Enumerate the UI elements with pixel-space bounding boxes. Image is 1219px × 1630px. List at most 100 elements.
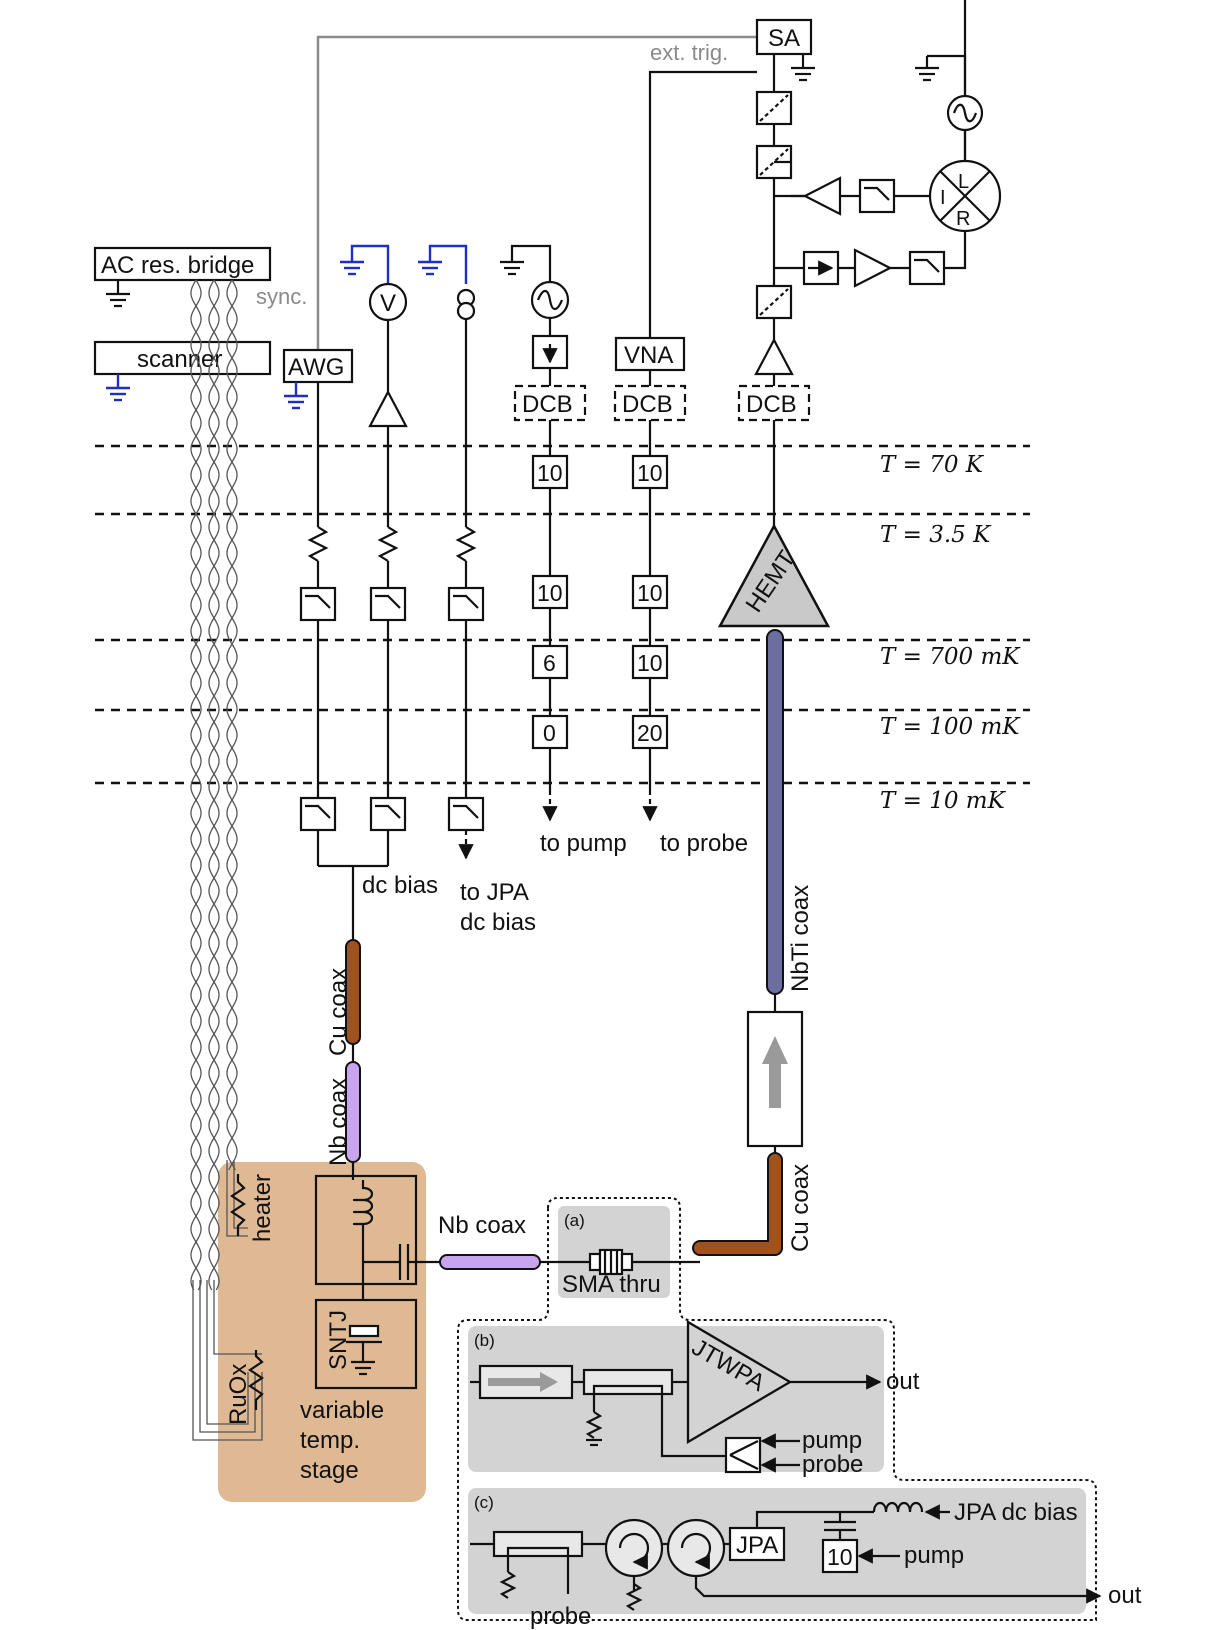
nb-coax-left-label: Nb coax xyxy=(325,1078,352,1166)
mixer-r-label: R xyxy=(956,208,970,230)
resistor-icon xyxy=(625,1583,643,1611)
vna-label: VNA xyxy=(624,342,673,369)
panel-c-tag: (c) xyxy=(474,1493,494,1512)
lowpass-filter-icon xyxy=(908,250,946,286)
svg-text:10: 10 xyxy=(637,460,663,486)
bias-tee-box xyxy=(314,1174,418,1286)
directional-coupler-icon xyxy=(492,1530,584,1560)
panel-b xyxy=(468,1326,884,1472)
inductor-icon xyxy=(872,1501,924,1513)
resistor-icon xyxy=(455,526,477,562)
cu-coax-right-label: Cu coax xyxy=(787,1164,814,1252)
arrow-up-icon xyxy=(762,1036,788,1064)
twisted-pair-wiring xyxy=(190,279,238,1291)
jpa-box xyxy=(728,1526,786,1562)
dcb-box xyxy=(513,384,587,422)
lowpass-filter-icon xyxy=(299,586,337,622)
ext-trig-label: ext. trig. xyxy=(650,40,728,65)
svg-text:10: 10 xyxy=(537,460,563,486)
panel-b-tag: (b) xyxy=(474,1331,495,1350)
attenuator-probe-4: 20 xyxy=(631,714,669,750)
panel-c-pump-label: pump xyxy=(904,1542,964,1569)
inductor-icon xyxy=(352,1180,374,1300)
signal-generator-icon xyxy=(946,94,984,132)
ac-res-bridge-label: AC res. bridge xyxy=(101,252,254,279)
twisted-pair-strand xyxy=(208,279,220,1291)
panel-b-probe-label: probe xyxy=(802,1451,863,1478)
twisted-pair-strand xyxy=(226,279,238,1171)
lowpass-filter-icon xyxy=(369,796,407,832)
jtwpa-amplifier xyxy=(686,1319,793,1445)
circulator-icon xyxy=(604,1518,664,1578)
switch-icon xyxy=(531,334,569,370)
ground-icon xyxy=(915,56,939,82)
directional-coupler-icon xyxy=(755,90,793,126)
jpa-label: JPA xyxy=(736,1532,778,1559)
dcb-box xyxy=(737,384,811,422)
heater-label: heater xyxy=(249,1174,276,1242)
stage-label-stage: stage xyxy=(300,1457,359,1484)
attenuator-pump-1: 10 xyxy=(531,454,569,490)
svg-text:20: 20 xyxy=(637,720,663,746)
panel-c-probe-label: probe xyxy=(530,1603,591,1630)
nbti-coax-label: NbTi coax xyxy=(787,885,814,992)
panel-a-tag: (a) xyxy=(564,1211,585,1230)
dcb-label: DCB xyxy=(746,391,797,418)
attenuator-pump-2: 10 xyxy=(531,574,569,610)
dcb-box xyxy=(613,384,687,422)
voltmeter-label: V xyxy=(380,290,396,317)
stage-label-temp: temp. xyxy=(300,1427,360,1454)
amplifier-icon xyxy=(853,248,893,288)
ruox-resistor-icon xyxy=(248,1350,264,1410)
svg-text:10: 10 xyxy=(637,580,663,606)
lowpass-filter-icon xyxy=(299,796,337,832)
amplifier-icon xyxy=(754,337,794,376)
nb-coax-center-label: Nb coax xyxy=(438,1212,526,1239)
temperature-stage-lines xyxy=(95,444,1030,785)
lowpass-filter-icon xyxy=(447,586,485,622)
dc-bias-label: dc bias xyxy=(362,872,438,899)
sa-label: SA xyxy=(768,25,800,52)
twisted-pair-strand xyxy=(208,279,220,1291)
ground-icon-blue xyxy=(340,244,390,284)
scanner-box xyxy=(93,340,272,376)
temperature-labels: T = 70 K T = 3.5 K T = 700 mK T = 100 mK… xyxy=(880,452,1021,814)
ground-icon-blue xyxy=(284,382,308,410)
mixer-i-label: I xyxy=(940,187,946,209)
nbti-coax-cable xyxy=(766,629,784,995)
combiner-icon xyxy=(724,1436,762,1474)
to-jpa-dc-bias-label: dc bias xyxy=(460,909,536,936)
temp-10mk: T = 10 mK xyxy=(880,788,1007,814)
directional-coupler-icon xyxy=(755,284,793,320)
panel-c-out-label: out xyxy=(1108,1582,1142,1609)
sntj-box xyxy=(314,1298,418,1390)
amplifier-icon xyxy=(802,176,842,216)
nb-coax-center-cable xyxy=(439,1254,541,1270)
isolator-icon xyxy=(478,1364,574,1400)
temp-700mk: T = 700 mK xyxy=(880,644,1021,670)
attenuator-probe-3: 10 xyxy=(631,644,669,680)
current-source-icon xyxy=(456,288,476,321)
temp-3-5k: T = 3.5 K xyxy=(880,522,992,548)
stage-label-variable: variable xyxy=(300,1397,384,1424)
to-probe-label: to probe xyxy=(660,830,748,857)
to-pump-label: to pump xyxy=(540,830,627,857)
lowpass-filter-icon xyxy=(369,586,407,622)
sync-label: sync. xyxy=(256,284,307,309)
sntj-label: SNTJ xyxy=(325,1310,352,1370)
svg-text:10: 10 xyxy=(637,650,663,676)
twisted-pair-strand xyxy=(226,279,238,1171)
dcb-label: DCB xyxy=(622,391,673,418)
attenuator-probe-1: 10 xyxy=(631,454,669,490)
twisted-pair-strand xyxy=(190,279,202,1291)
mixer-icon xyxy=(928,159,1002,233)
temp-70k: T = 70 K xyxy=(880,452,985,478)
mixer-l-label: L xyxy=(958,171,969,193)
hemt-amplifier xyxy=(717,523,831,628)
attenuator-pump-3: 6 xyxy=(531,644,569,680)
heater-resistor-icon xyxy=(230,1174,246,1236)
sma-connector-icon xyxy=(588,1248,634,1276)
twisted-pair-strand xyxy=(190,279,202,1291)
lowpass-filter-icon xyxy=(447,796,485,832)
